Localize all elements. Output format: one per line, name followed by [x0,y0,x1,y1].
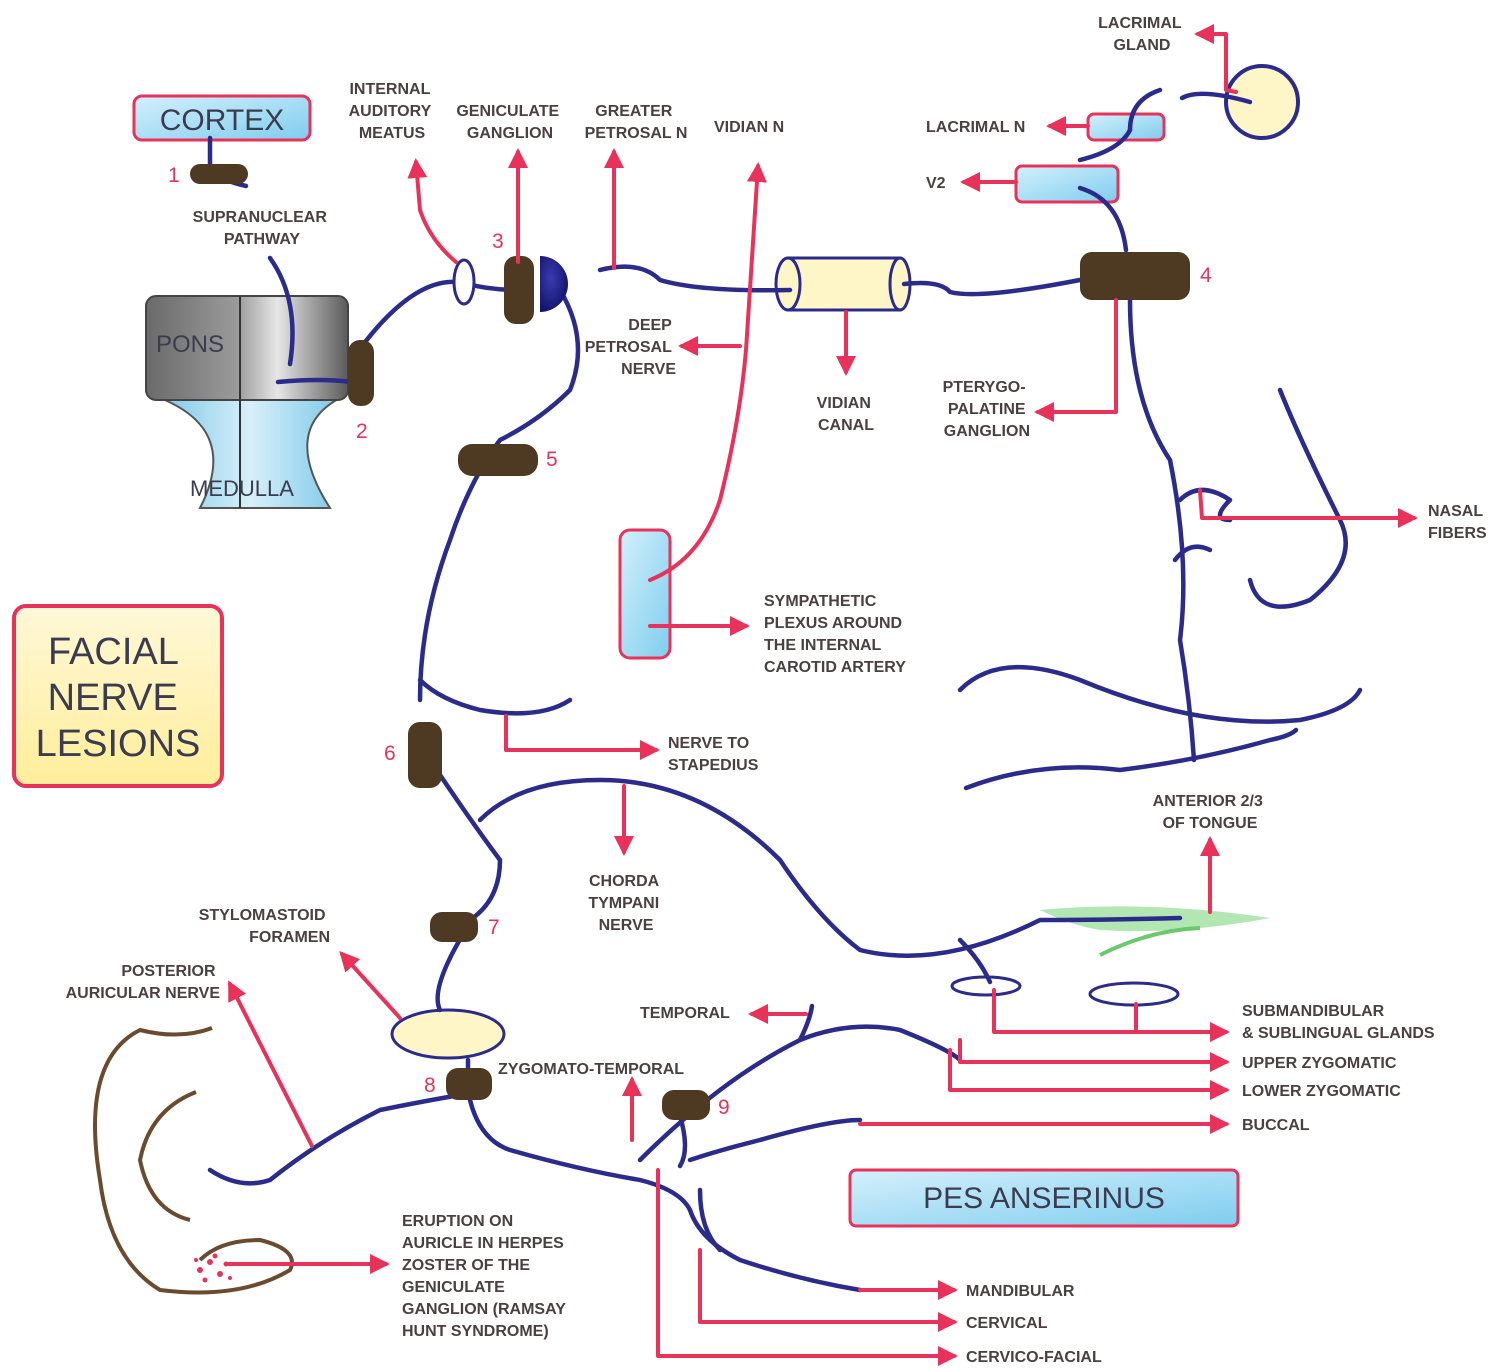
temporal-label: TEMPORAL [640,1005,730,1022]
chorda-tympani-label: CHORDA TYMPANI NERVE [588,873,663,934]
lesion-3 [504,256,534,324]
stylomastoid-oval [390,1008,506,1060]
cervicofacial-label: CERVICO-FACIAL [966,1349,1102,1366]
brainstem: PONS MEDULLA [145,295,349,509]
lesion-1 [190,164,248,184]
geniculate-ganglion-label: GENICULATE GANGLION [456,103,563,142]
lesion-4 [1080,252,1190,300]
lesion-9 [662,1090,710,1120]
lesion-number-7: 7 [488,916,500,939]
lesion-7 [430,912,478,942]
labels: SUPRANUCLEAR PATHWAY INTERNAL AUDITORY M… [66,15,1487,1366]
sympathetic-plexus-label: SYMPATHETIC PLEXUS AROUND THE INTERNAL C… [764,593,907,676]
lesion-number-3: 3 [492,230,504,253]
lesion-numbers: 1 2 3 4 5 6 7 8 9 [168,164,1212,1119]
zygomato-temporal-label: ZYGOMATO-TEMPORAL [498,1061,684,1078]
lacrimal-gland-label: LACRIMAL GLAND [1098,15,1186,54]
lesion-number-1: 1 [168,164,180,187]
medulla-label: MEDULLA [190,476,294,501]
lesion-number-6: 6 [384,742,396,765]
mandibular-label: MANDIBULAR [966,1283,1075,1300]
upper-zygomatic-label: UPPER ZYGOMATIC [1242,1055,1397,1072]
lesion-6 [408,722,442,788]
vidian-canal-cylinder [774,256,912,312]
pes-anserinus-box: PES ANSERINUS [848,1168,1240,1228]
lesion-8 [446,1068,492,1100]
lesion-number-5: 5 [546,448,558,471]
tongue-shape [1040,906,1270,957]
vidian-n-label: VIDIAN N [714,119,784,136]
cortex-box: CORTEX [132,94,312,142]
lesion-number-9: 9 [718,1096,730,1119]
herpes-label: ERUPTION ON AURICLE IN HERPES ZOSTER OF … [402,1213,570,1340]
lower-zygomatic-label: LOWER ZYGOMATIC [1242,1083,1401,1100]
lesions [190,164,1190,1120]
lesion-number-4: 4 [1200,264,1212,287]
vidian-canal-label: VIDIAN CANAL [817,395,876,434]
lacrimal-gland [1224,64,1300,140]
deep-petrosal-label: DEEP PETROSAL NERVE [585,317,677,378]
buccal-label: BUCCAL [1242,1117,1310,1134]
herpes-eruption [194,1253,232,1283]
internal-auditory-meatus-label: INTERNAL AUDITORY MEATUS [349,81,436,142]
nerve-paths [93,87,1363,1295]
lacrimal-n-label: LACRIMAL N [926,119,1025,136]
pterygopalatine-label: PTERYGO- PALATINE GANGLION [943,379,1030,440]
stylomastoid-label: STYLOMASTOID FORAMEN [199,907,330,946]
posterior-auricular-label: POSTERIOR AURICULAR NERVE [66,963,221,1002]
v2-box [1014,164,1120,204]
lesion-number-8: 8 [424,1074,436,1097]
svg-text:FACIAL NERVE LESIO: FACIAL NERVE LESIONS [36,631,201,765]
title-line-2: NERVE [48,677,178,719]
cortex-label: CORTEX [160,104,284,137]
cervical-label: CERVICAL [966,1315,1048,1332]
title-box: FACIAL NERVE LESIONS [12,604,224,788]
lesion-number-2: 2 [356,420,368,443]
title-line-1: FACIAL [48,631,178,673]
supranuclear-label: SUPRANUCLEAR PATHWAY [193,209,332,248]
sympathetic-box [618,528,672,660]
greater-petrosal-label: GREATER PETROSAL N [585,103,688,142]
nerve-to-stapedius-label: NERVE TO STAPEDIUS [668,735,759,774]
lesion-5 [458,444,538,476]
anterior-tongue-label: ANTERIOR 2/3 OF TONGUE [1153,793,1268,832]
pons-label: PONS [156,331,224,358]
submandibular-label: SUBMANDIBULAR & SUBLINGUAL GLANDS [1242,1003,1435,1042]
nasal-fibers-label: NASAL FIBERS [1428,503,1487,542]
lesion-2 [348,340,374,406]
v2-label: V2 [926,175,946,192]
geniculate-ganglion [540,256,568,312]
title-line-3: LESIONS [36,723,201,765]
red-arrows [226,24,1418,1366]
pes-anserinus-label: PES ANSERINUS [923,1182,1165,1215]
